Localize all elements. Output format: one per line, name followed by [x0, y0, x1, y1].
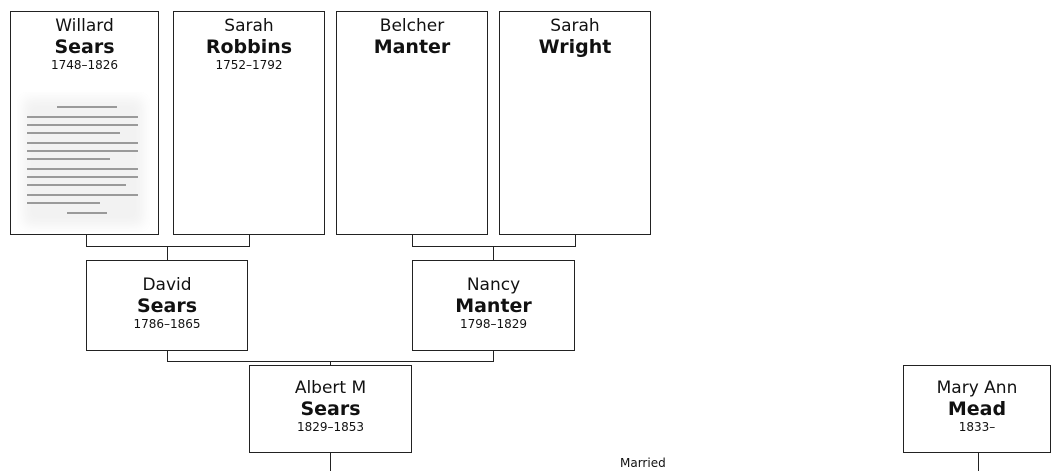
connector-line — [978, 453, 979, 471]
connector-line — [330, 453, 331, 471]
given-name: Sarah — [174, 16, 324, 36]
connector-line — [493, 351, 494, 361]
connector-line — [167, 351, 168, 361]
life-dates: 1786–1865 — [87, 317, 247, 332]
person-card-willard-sears[interactable]: Willard Sears 1748–1826 — [10, 11, 159, 235]
person-card-nancy-manter[interactable]: Nancy Manter 1798–1829 — [412, 260, 575, 351]
surname: Wright — [500, 36, 650, 58]
connector-line — [249, 235, 250, 246]
given-name: Belcher — [337, 16, 487, 36]
life-dates: 1833– — [904, 420, 1050, 435]
connector-line — [412, 246, 576, 247]
given-name: Mary Ann — [904, 378, 1050, 398]
connector-line — [412, 235, 413, 246]
given-name: Willard — [11, 16, 158, 36]
surname: Manter — [413, 295, 574, 317]
connector-line — [86, 246, 250, 247]
given-name: Sarah — [500, 16, 650, 36]
surname: Sears — [87, 295, 247, 317]
given-name: Albert M — [250, 378, 411, 398]
person-card-sarah-robbins[interactable]: Sarah Robbins 1752–1792 — [173, 11, 325, 235]
surname: Sears — [250, 398, 411, 420]
person-card-albert-sears[interactable]: Albert M Sears 1829–1853 — [249, 365, 412, 453]
life-dates: 1829–1853 — [250, 420, 411, 435]
surname: Manter — [337, 36, 487, 58]
person-card-david-sears[interactable]: David Sears 1786–1865 — [86, 260, 248, 351]
life-dates: 1752–1792 — [174, 58, 324, 73]
life-dates: 1798–1829 — [413, 317, 574, 332]
person-card-belcher-manter[interactable]: Belcher Manter — [336, 11, 488, 235]
connector-line — [493, 246, 494, 260]
person-card-sarah-wright[interactable]: Sarah Wright — [499, 11, 651, 235]
life-dates: 1748–1826 — [11, 58, 158, 73]
marriage-label: Married — [620, 456, 666, 470]
given-name: Nancy — [413, 275, 574, 295]
connector-line — [86, 235, 87, 246]
person-card-mary-ann-mead[interactable]: Mary Ann Mead 1833– — [903, 365, 1051, 453]
surname: Sears — [11, 36, 158, 58]
surname: Robbins — [174, 36, 324, 58]
connector-line — [167, 246, 168, 260]
document-thumbnail[interactable] — [17, 92, 150, 232]
surname: Mead — [904, 398, 1050, 420]
given-name: David — [87, 275, 247, 295]
connector-line — [575, 235, 576, 246]
